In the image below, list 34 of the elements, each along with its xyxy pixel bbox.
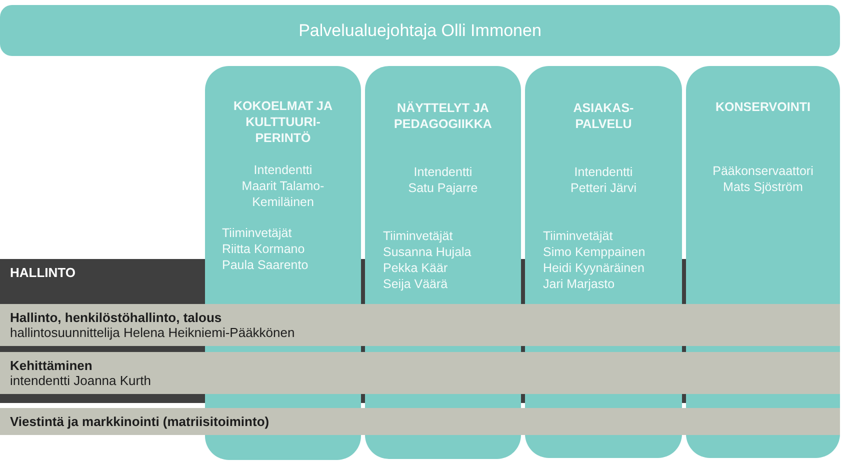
team-text: Tiiminvetäjät [383,228,453,244]
band-text: hallintosuunnittelija Helena Heikniemi-Pääkkönen [10,325,295,340]
header-title: Palvelualuejohtaja Olli Immonen [298,20,542,40]
team-text: Susanna Hujala [383,244,472,260]
section-heading: HALLINTO [10,265,76,281]
lead-text: Maarit Talamo-Kemiläinen [240,178,326,210]
team-text: Simo Kemppainen [543,244,646,260]
department-heading: ASIAKAS-PALVELU [572,100,635,132]
department-heading: KONSERVOINTI [716,99,810,115]
lead-text: Intendentti [414,164,472,180]
team-text: Seija Väärä [383,276,448,292]
unit-band [0,352,840,394]
band-heading: Kehittäminen [10,358,92,373]
band-heading: Viestintä ja markkinointi (matriisitoiminto) [10,414,270,429]
header-bar [0,5,840,56]
lead-text: Intendentti [574,164,633,180]
unit-band [0,408,840,435]
team-text: Paula Saarento [222,257,308,273]
lead-text: Intendentti [254,162,312,178]
lead-text: Satu Pajarre [408,180,478,196]
band-text: intendentti Joanna Kurth [10,373,151,388]
team-text: Tiiminvetäjät [222,225,292,241]
lead-text: Mats Sjöström [723,179,803,195]
band-heading: Hallinto, henkilöstöhallinto, talous [10,310,222,325]
lead-text: Petteri Järvi [570,180,636,196]
department-heading: NÄYTTELYT JA PEDAGOGIIKKA [393,100,493,132]
team-text: Tiiminvetäjät [543,228,613,244]
team-text: Jari Marjasto [543,276,615,292]
team-text: Pekka Käär [383,260,448,276]
unit-band [0,304,840,346]
lead-text: Pääkonservaattori [712,163,814,179]
team-text: Riitta Kormano [222,241,305,257]
department-heading: KOKOELMAT JA KULTTUURI-PERINTÖ [232,98,334,146]
team-text: Heidi Kyynäräinen [543,260,644,276]
